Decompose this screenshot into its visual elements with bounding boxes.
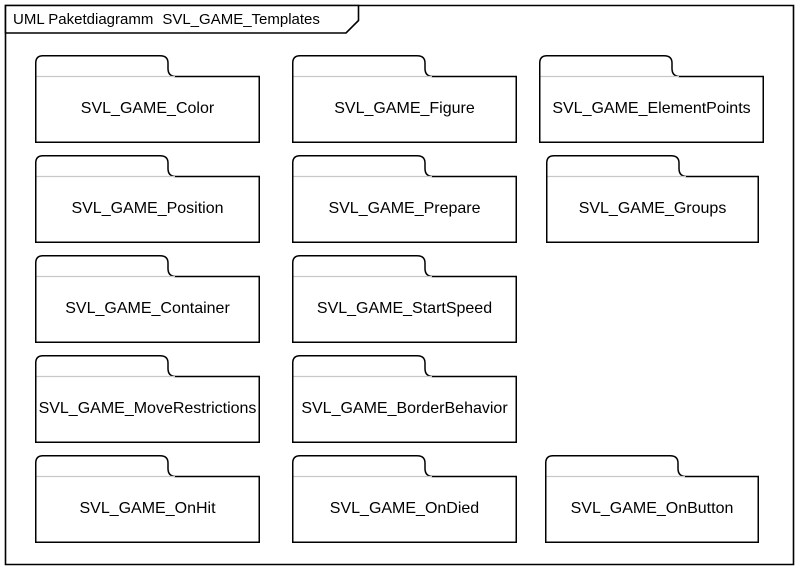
package-folder-icon xyxy=(35,255,260,343)
package-folder-icon xyxy=(545,455,759,543)
package-folder-icon xyxy=(292,255,517,343)
package-svl-game-onhit[interactable]: SVL_GAME_OnHit xyxy=(35,455,260,543)
package-svl-game-figure[interactable]: SVL_GAME_Figure xyxy=(292,55,517,143)
package-folder-icon xyxy=(35,355,260,443)
package-label: SVL_GAME_Figure xyxy=(334,100,475,117)
package-folder-icon xyxy=(292,355,517,443)
package-label: SVL_GAME_StartSpeed xyxy=(316,300,493,317)
package-svl-game-moverestrictions[interactable]: SVL_GAME_MoveRestrictions xyxy=(35,355,260,443)
package-label: SVL_GAME_ElementPoints xyxy=(552,100,751,117)
package-label: SVL_GAME_Color xyxy=(80,100,215,117)
frame-border xyxy=(4,4,795,566)
diagram-title: UML Paketdiagramm SVL_GAME_Templates xyxy=(13,6,320,33)
package-label: SVL_GAME_Position xyxy=(71,200,224,217)
frame-title-pentagon xyxy=(4,4,360,34)
package-svl-game-color[interactable]: SVL_GAME_Color xyxy=(35,55,260,143)
package-svl-game-elementpoints[interactable]: SVL_GAME_ElementPoints xyxy=(539,55,764,143)
package-label: SVL_GAME_Groups xyxy=(578,200,727,217)
package-svl-game-ondied[interactable]: SVL_GAME_OnDied xyxy=(292,455,517,543)
package-label: SVL_GAME_OnButton xyxy=(570,500,734,517)
package-svl-game-prepare[interactable]: SVL_GAME_Prepare xyxy=(292,155,517,243)
package-svl-game-borderbehavior[interactable]: SVL_GAME_BorderBehavior xyxy=(292,355,517,443)
package-folder-icon xyxy=(292,455,517,543)
package-label: SVL_GAME_Prepare xyxy=(328,200,481,217)
package-folder-icon xyxy=(35,455,260,543)
package-label: SVL_GAME_MoveRestrictions xyxy=(38,400,257,417)
diagram-title-name: SVL_GAME_Templates xyxy=(162,11,320,28)
package-label: SVL_GAME_BorderBehavior xyxy=(301,400,508,417)
package-folder-icon xyxy=(539,55,764,143)
package-folder-icon xyxy=(35,55,260,143)
package-folder-icon xyxy=(35,155,260,243)
package-svl-game-onbutton[interactable]: SVL_GAME_OnButton xyxy=(545,455,759,543)
package-folder-icon xyxy=(292,155,517,243)
diagram-title-type: UML Paketdiagramm xyxy=(13,11,154,28)
package-label: SVL_GAME_OnHit xyxy=(79,500,216,517)
package-folder-icon xyxy=(292,55,517,143)
package-svl-game-startspeed[interactable]: SVL_GAME_StartSpeed xyxy=(292,255,517,343)
package-svl-game-groups[interactable]: SVL_GAME_Groups xyxy=(546,155,759,243)
package-svl-game-position[interactable]: SVL_GAME_Position xyxy=(35,155,260,243)
package-folder-icon xyxy=(546,155,759,243)
package-svl-game-container[interactable]: SVL_GAME_Container xyxy=(35,255,260,343)
package-label: SVL_GAME_Container xyxy=(65,300,230,317)
package-label: SVL_GAME_OnDied xyxy=(329,500,480,517)
